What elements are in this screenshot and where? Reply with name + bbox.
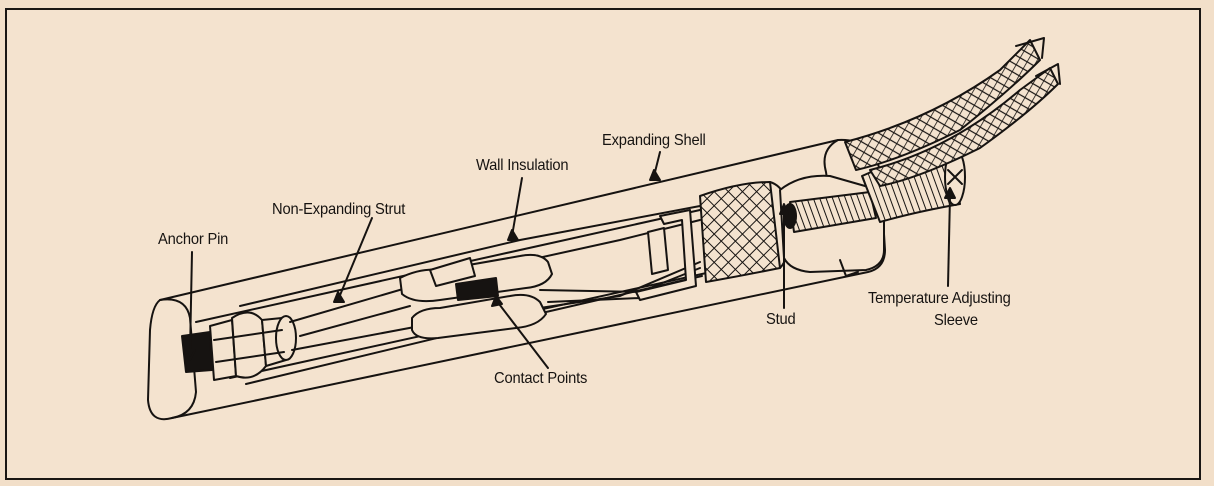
cables xyxy=(844,37,1061,187)
label-non-expanding-strut: Non-Expanding Strut xyxy=(272,201,406,218)
label-contact-points: Contact Points xyxy=(494,370,588,387)
leader-wall-insulation xyxy=(511,177,523,237)
contact-leaves xyxy=(399,253,701,340)
label-temperature-adjusting-sleeve-line2: Sleeve xyxy=(934,312,978,329)
stud-housing xyxy=(779,174,885,277)
label-anchor-pin: Anchor Pin xyxy=(158,231,229,248)
bracket xyxy=(635,209,697,301)
anchor-pin-assembly xyxy=(181,311,297,381)
label-temperature-adjusting-sleeve-line1: Temperature Adjusting xyxy=(868,290,1011,307)
leader-contact-points xyxy=(495,299,549,369)
leader-non-expanding-strut xyxy=(337,217,373,301)
leader-anchor-pin xyxy=(189,251,193,353)
label-wall-insulation: Wall Insulation xyxy=(476,157,569,174)
leader-temperature-adjusting-sleeve xyxy=(947,195,951,287)
label-stud: Stud xyxy=(766,311,796,328)
shell-rear-rim xyxy=(823,139,841,269)
label-expanding-shell: Expanding Shell xyxy=(602,132,706,149)
braided-section xyxy=(699,181,781,283)
